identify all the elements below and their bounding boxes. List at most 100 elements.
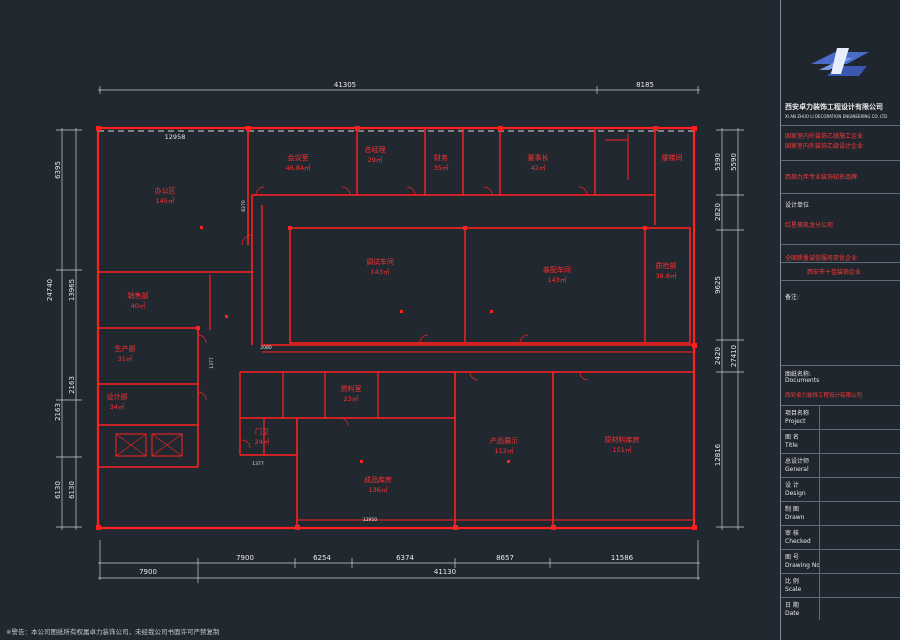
dim-right: 5590 bbox=[730, 153, 738, 171]
company-name: 西安卓力装饰工程设计有限公司 bbox=[785, 103, 883, 111]
drawing-label-en: Documents bbox=[785, 377, 820, 384]
room-area: 143㎡ bbox=[371, 267, 390, 276]
dim-inner: 8270 bbox=[241, 200, 247, 212]
field-row-divider bbox=[781, 597, 900, 598]
copyright-notice: ※警告：本公司图纸所有权属卓力装饰公司，未经我公司书面许可严禁复制 bbox=[6, 628, 220, 636]
room-name: 调试车间 bbox=[366, 257, 394, 266]
room-name: 总经理 bbox=[365, 145, 386, 154]
dim-left: 2163 bbox=[68, 376, 76, 394]
dim-right: 27410 bbox=[730, 345, 738, 367]
dim-inner: 1377 bbox=[252, 461, 264, 467]
dim-left: 6130 bbox=[68, 481, 76, 499]
dim-inner: 1377 bbox=[209, 357, 215, 369]
field-label-en: Date bbox=[785, 610, 800, 617]
dim-top: 41305 bbox=[334, 81, 356, 89]
columns bbox=[96, 126, 697, 530]
drawing-label: 图纸名称: bbox=[785, 371, 812, 378]
field-row-divider bbox=[781, 405, 900, 406]
field-label-en: Project bbox=[785, 418, 806, 425]
room-name: 董事长 bbox=[528, 153, 549, 162]
room-area: 143㎡ bbox=[548, 275, 567, 284]
dim-left: 6395 bbox=[54, 161, 62, 179]
room-name: 设计部 bbox=[107, 392, 128, 401]
dim-right: 12816 bbox=[714, 443, 722, 466]
dim-right: 2820 bbox=[714, 203, 722, 221]
field-row-divider bbox=[781, 501, 900, 502]
company-logo-icon bbox=[811, 48, 869, 76]
walls bbox=[96, 126, 696, 530]
dim-top: 8185 bbox=[636, 81, 654, 89]
dim-bottom: 41130 bbox=[434, 568, 456, 576]
dim-bottom: 11586 bbox=[611, 554, 634, 562]
room-name: 办公区 bbox=[155, 186, 176, 195]
field-row-divider bbox=[781, 453, 900, 454]
dim-bottom: 8657 bbox=[496, 554, 514, 562]
room-name: 资料室 bbox=[341, 384, 362, 393]
client-label: 设计单位 bbox=[785, 202, 810, 209]
room-area: 34㎡ bbox=[110, 402, 125, 411]
dim-left: 13965 bbox=[68, 279, 76, 301]
room-name: 装配车间 bbox=[543, 265, 571, 274]
drawing-value: 西安卓力装饰工程设计有限公司 bbox=[785, 393, 863, 399]
field-label-en: Design bbox=[785, 490, 806, 497]
field-label-en: Title bbox=[785, 442, 798, 449]
field-row-divider bbox=[781, 477, 900, 478]
company-name-en: XI AN ZHUO LI DECORATION ENGINEERING CO.… bbox=[785, 114, 888, 119]
room-area: 40㎡ bbox=[131, 301, 146, 310]
qualification-1: 国家室内外装饰乙级施工企业 bbox=[785, 133, 864, 140]
field-label: 总设计师 bbox=[785, 458, 810, 465]
dim-left: 2163 bbox=[54, 403, 62, 421]
dim-bottom: 6254 bbox=[313, 554, 331, 562]
field-row-divider bbox=[781, 573, 900, 574]
dim-left: 24740 bbox=[46, 279, 54, 301]
room-name: 门卫 bbox=[255, 427, 269, 436]
room-name: 财务 bbox=[434, 153, 448, 162]
room-area: 136㎡ bbox=[369, 485, 388, 494]
field-label: 制 图 bbox=[785, 506, 799, 513]
field-row-divider bbox=[781, 549, 900, 550]
field-label: 日 期 bbox=[785, 602, 799, 609]
field-label: 项目名称 bbox=[785, 410, 810, 417]
field-row-divider bbox=[781, 525, 900, 526]
field-label: 图 名 bbox=[785, 434, 799, 441]
field-label: 审 核 bbox=[785, 530, 799, 537]
field-label-en: Drawn bbox=[785, 514, 805, 521]
brand-slogan: 西部九年专业装饰知名品牌 bbox=[785, 174, 858, 181]
remarks-label: 备注: bbox=[785, 294, 800, 301]
room-name: 质检部 bbox=[656, 261, 677, 270]
dim-inner: 12958 bbox=[165, 133, 186, 141]
room-name: 会议室 bbox=[288, 153, 309, 162]
dim-right: 2420 bbox=[714, 347, 722, 365]
dim-inner: 12950 bbox=[363, 517, 377, 523]
room-name: 成品库房 bbox=[364, 475, 392, 484]
honor-2: 西安市十佳装饰企业 bbox=[807, 269, 862, 276]
room-area: 35㎡ bbox=[434, 163, 449, 172]
field-label-en: Scale bbox=[785, 586, 802, 593]
field-label-en: General bbox=[785, 466, 809, 473]
client-name: 红星美凯龙分公司 bbox=[785, 222, 834, 229]
room-name: 楼梯间 bbox=[662, 153, 683, 162]
room-area: 145㎡ bbox=[156, 196, 175, 205]
room-area: 42㎡ bbox=[531, 163, 546, 172]
room-name: 销售部 bbox=[128, 291, 149, 300]
room-area: 29㎡ bbox=[368, 155, 383, 164]
room-name: 生产部 bbox=[115, 344, 136, 353]
room-area: 24㎡ bbox=[255, 437, 270, 446]
field-label: 比 例 bbox=[785, 578, 799, 585]
dim-bottom: 6374 bbox=[396, 554, 414, 562]
dim-right: 5390 bbox=[714, 153, 722, 171]
dimension-lines bbox=[56, 86, 744, 583]
field-label: 图 号 bbox=[785, 554, 799, 561]
title-block: 西安卓力装饰工程设计有限公司 XI AN ZHUO LI DECORATION … bbox=[780, 0, 900, 640]
field-label: 设 计 bbox=[785, 482, 799, 489]
room-name: 产品展示 bbox=[490, 436, 518, 445]
dim-inner: 2080 bbox=[260, 345, 272, 351]
room-area: 151㎡ bbox=[613, 445, 632, 454]
room-area: 23㎡ bbox=[344, 394, 359, 403]
room-area: 46.84㎡ bbox=[285, 163, 311, 172]
qualification-2: 国家室内外装饰乙级设计企业 bbox=[785, 143, 864, 150]
field-label-en: Drawing No bbox=[785, 562, 821, 569]
field-row-divider bbox=[781, 429, 900, 430]
